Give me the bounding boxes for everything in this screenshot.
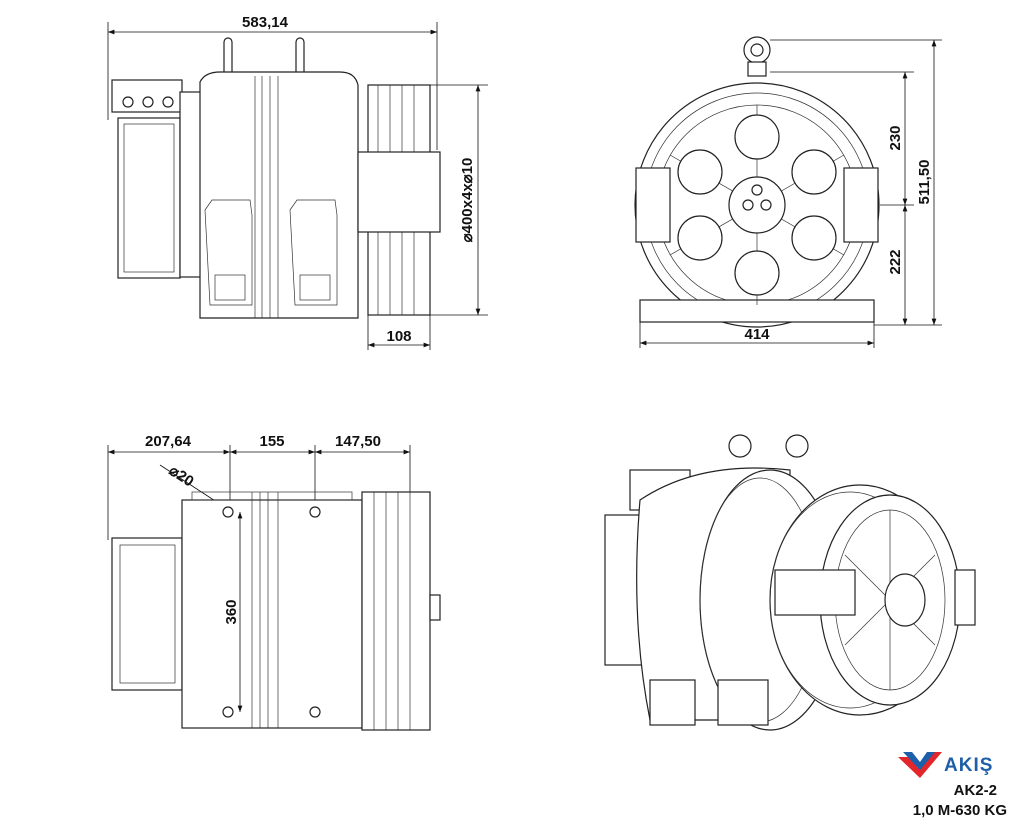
total-height-label: 511,50	[916, 159, 933, 204]
hole-spacing-label: 360	[223, 599, 240, 624]
upper-height-label: 230	[887, 125, 904, 150]
brake-unit-top	[111, 537, 183, 691]
brake-unit	[117, 117, 181, 279]
shaft-hub	[357, 151, 441, 233]
side-view: 583,14 ⌀400x4x⌀10 108	[107, 14, 488, 350]
front-view: 230 222 511,50 414	[634, 36, 942, 348]
top-view: 207,64 155 147,50 ⌀20 360	[107, 433, 441, 731]
spec-label: 1,0 M-630 KG	[912, 802, 1007, 819]
akis-logo: AKIŞ	[898, 752, 993, 778]
model-label: AK2-2	[953, 782, 997, 799]
svg-text:AKIŞ: AKIŞ	[944, 755, 993, 776]
lower-height-label: 222	[887, 249, 904, 274]
traction-sheave-top	[361, 491, 431, 731]
sheave-width-label: 108	[386, 328, 411, 345]
overall-length-label: 583,14	[242, 14, 289, 31]
sheave-spec-label: ⌀400x4x⌀10	[459, 158, 476, 243]
motor-body	[199, 71, 359, 319]
isometric-view	[604, 434, 976, 731]
width-label: 414	[744, 326, 770, 343]
dim-a-label: 207,64	[145, 433, 192, 450]
dim-b-label: 155	[259, 433, 284, 450]
dim-c-label: 147,50	[335, 433, 381, 450]
motor-body-top	[181, 499, 363, 729]
